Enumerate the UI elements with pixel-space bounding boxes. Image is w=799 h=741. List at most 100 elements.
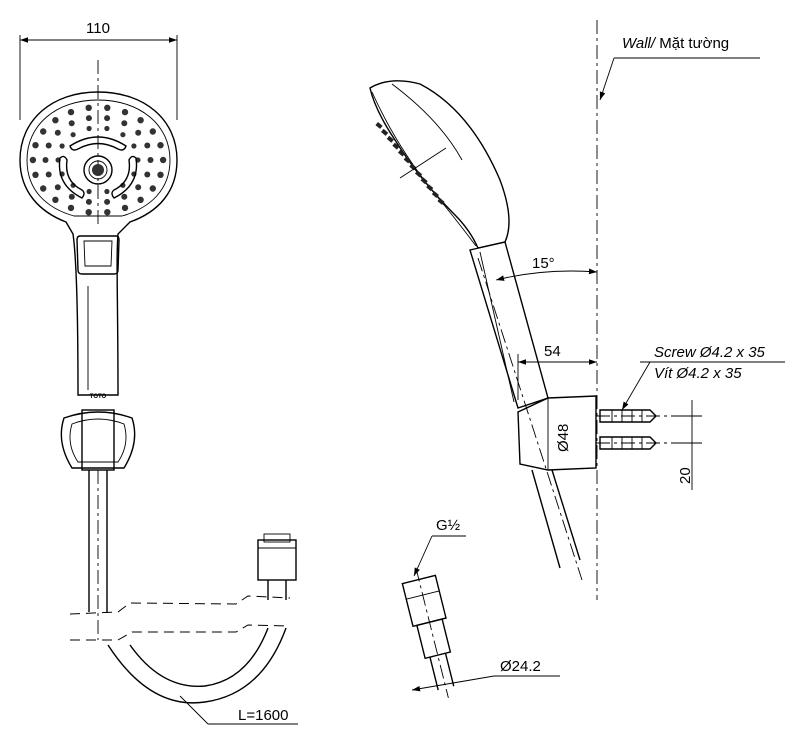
screw-label-vi: Vít Ø4.2 x 35 [654, 365, 742, 382]
spray-slot-left [58, 155, 85, 199]
nozzle-dot [45, 171, 52, 178]
nozzle-dot [52, 196, 59, 203]
nozzle-dot [121, 204, 129, 212]
screw-top-thread [611, 410, 643, 422]
nozzle-dot [86, 125, 92, 132]
nozzle-dot [86, 188, 92, 195]
screw-spacing-label: 20 [677, 467, 694, 484]
dim-head-width: 110 [86, 20, 110, 37]
nozzle-dot [104, 115, 111, 122]
head-axis-line [399, 147, 447, 179]
nozzle-dot [70, 132, 76, 138]
face-nozzle [431, 191, 439, 199]
nozzle-dot [40, 128, 47, 135]
nozzle-dot [144, 171, 151, 178]
face-nozzle [426, 184, 434, 192]
nozzle-dot [104, 198, 111, 205]
face-nozzle [375, 122, 383, 129]
nozzle-dot [104, 125, 110, 132]
nozzle-dot [67, 204, 75, 212]
nut-cap [263, 533, 291, 543]
face-nozzle [386, 135, 394, 143]
nozzle-dot [135, 129, 142, 136]
spray-slot-top [69, 136, 127, 151]
center-spray-core [92, 164, 104, 176]
nozzle-dot [45, 142, 52, 149]
nozzle-dot [40, 185, 47, 192]
nut-hose-right [444, 653, 455, 687]
face-nozzle [397, 149, 406, 157]
thread-label: G½ [436, 517, 461, 534]
face-nozzle [403, 156, 411, 164]
hose-end-nut [257, 539, 297, 581]
nozzle-dot [85, 198, 92, 205]
nozzle-dot [137, 196, 144, 203]
nut-axis [415, 567, 449, 698]
face-nozzle [420, 177, 428, 185]
nozzle-dot [54, 129, 61, 136]
nozzle-dot [85, 115, 92, 122]
brand-logo: TOTO [90, 394, 107, 400]
nozzle-dot [42, 157, 49, 163]
head-back [391, 83, 463, 161]
nozzle-dot [59, 143, 65, 149]
holder-ring [69, 418, 127, 463]
center-spray-inner [88, 160, 108, 180]
center-spray-outer [83, 155, 113, 185]
holder-bracket [60, 411, 136, 469]
wall-offset-label: 54 [544, 343, 561, 360]
nozzle-dot [32, 171, 39, 178]
hose-loop-inner [129, 627, 269, 688]
spray-slot-right [111, 155, 138, 199]
nozzle-dot [147, 157, 154, 163]
nozzle-dot [104, 209, 111, 216]
nozzle-dot [29, 156, 37, 164]
break-line-top [69, 595, 291, 615]
nozzle-dot [137, 117, 144, 124]
nozzle-dot [149, 185, 156, 192]
shower-head-outline [19, 91, 178, 396]
hose-loop-outer [107, 627, 287, 704]
face-nozzle [437, 198, 445, 205]
nozzle-dot [52, 117, 59, 124]
hose-length-label: L=1600 [238, 707, 288, 724]
nozzle-dot [85, 209, 92, 216]
nut-sleeve [416, 618, 452, 660]
angle-label: 15° [532, 255, 555, 272]
face-nozzle [414, 170, 423, 178]
handle-axis [477, 257, 583, 581]
nozzle-dot [121, 193, 128, 200]
thread-leader [413, 535, 433, 577]
face-nozzle [381, 128, 389, 136]
head-side-profile [369, 80, 510, 249]
nozzle-dot [54, 184, 61, 191]
handle-side-inner [479, 251, 515, 403]
side-view: Wall/ Mặt tường 15° 54 Ø48 [369, 20, 785, 600]
nozzle-dot [144, 142, 151, 149]
nozzle-dot [131, 143, 137, 149]
nozzle-dot [121, 108, 129, 116]
selector-button [76, 235, 120, 275]
nozzle-dot [85, 104, 92, 112]
front-view: 110 TOTO [19, 20, 298, 725]
nozzle-dot [32, 142, 39, 149]
nut-hose-left [429, 656, 439, 691]
nozzle-dot [120, 132, 126, 138]
nozzle-dot [104, 104, 111, 112]
side-hose-right [551, 469, 581, 561]
shower-head-rim [26, 99, 171, 217]
nozzle-dot [104, 188, 110, 195]
screw-label-en: Screw Ø4.2 x 35 [654, 344, 766, 361]
screw-leader [621, 361, 651, 411]
nut-diameter-label: Ø24.2 [500, 658, 541, 675]
wall-label: Wall/ Mặt tường [622, 35, 729, 52]
nozzle-dot [121, 120, 128, 127]
nozzle-dot [68, 120, 75, 127]
hose-nut-detail: G½ Ø24.2 [401, 517, 560, 698]
nozzle-dot [149, 128, 156, 135]
face-nozzles [375, 122, 445, 205]
side-hose-left [531, 469, 561, 569]
selector-button-inner [83, 240, 113, 267]
